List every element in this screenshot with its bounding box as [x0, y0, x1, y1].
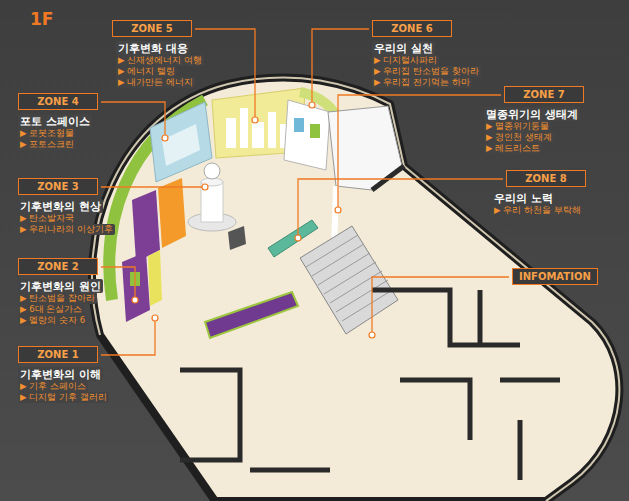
exhibit-item: ▶ 멜랑의 숫자 6 — [18, 315, 87, 326]
exhibit-item: ▶ 우리집 전기먹는 하마 — [372, 77, 472, 88]
floor-title: 1F — [30, 9, 53, 29]
zone-heading: 기후변화 대응 — [116, 41, 190, 55]
entrance-banner — [205, 292, 298, 338]
zone-label: INFOMATION — [512, 268, 598, 285]
panel — [158, 178, 186, 248]
photo-screen — [162, 124, 200, 166]
zone-callout: ZONE 2 기후변화의 원인▶ 탄소범을 잡아라▶ 6대 온실가스▶ 멜랑의 숫… — [18, 258, 103, 326]
zone-label: ZONE 7 — [504, 86, 584, 103]
zone-label: ZONE 8 — [506, 170, 586, 187]
exhibit-item: ▶ 로봇조형물 — [18, 128, 76, 139]
exhibit-item: ▶ 에너지 텔링 — [116, 66, 177, 77]
exhibit-item: ▶ 탄소발자국 — [18, 213, 76, 224]
zone-label: ZONE 3 — [18, 178, 98, 195]
exhibit-item: ▶ 포토스크린 — [18, 139, 76, 150]
exhibit-item: ▶ 신재생에너지 여행 — [116, 55, 204, 66]
zone-label: ZONE 6 — [372, 20, 452, 37]
exhibit-item: ▶ 6대 온실가스 — [18, 304, 84, 315]
screen — [310, 124, 320, 138]
zone-heading: 우리의 노력 — [492, 191, 555, 205]
leader-dots — [132, 102, 375, 338]
zone-callout: ZONE 8 우리의 노력▶ 우리 하천을 부탁해 — [492, 170, 586, 216]
wall-top — [92, 77, 619, 501]
panel — [148, 250, 162, 306]
zone-heading: 포토 스페이스 — [18, 114, 92, 128]
zone-callout: ZONE 7 멸종위기의 생태계▶ 멸종위기동물▶ 경인천 생태계▶ 레드리스트 — [484, 86, 584, 154]
zone-callout: ZONE 4 포토 스페이스▶ 로봇조형물▶ 포토스크린 — [18, 93, 98, 150]
exhibit-item: ▶ 레드리스트 — [484, 143, 542, 154]
zone-heading: 기후변화의 이해 — [18, 367, 103, 381]
zone-callout: ZONE 3 기후변화의 현상▶ 탄소발자국▶ 우리나라의 이상기후 — [18, 178, 115, 235]
exhibit-item: ▶ 우리집 탄소범을 찾아라 — [372, 66, 481, 77]
screen — [294, 118, 304, 132]
pedestal — [201, 182, 223, 222]
zone-label: ZONE 2 — [18, 258, 98, 275]
zone-heading: 기후변화의 원인 — [18, 279, 103, 293]
exhibit-item: ▶ 멸종위기동물 — [484, 121, 551, 132]
stair-steps — [306, 235, 394, 321]
screen-wall — [284, 100, 330, 170]
exhibit-item: ▶ 기후 스페이스 — [18, 381, 88, 392]
building-outline — [92, 77, 619, 501]
zone-callout: INFOMATION — [512, 268, 598, 285]
exhibit-item: ▶ 우리나라의 이상기후 — [18, 224, 115, 235]
zone-callout: ZONE 1 기후변화의 이해▶ 기후 스페이스▶ 디지털 기후 갤러리 — [18, 346, 109, 403]
zone-heading: 우리의 실천 — [372, 41, 435, 55]
display — [228, 226, 246, 250]
exhibit-item: ▶ 디지털 기후 갤러리 — [18, 392, 109, 403]
robot — [204, 163, 220, 179]
staircase — [300, 226, 398, 334]
zone-callout: ZONE 6 우리의 실천▶ 디지털사파리▶ 우리집 탄소범을 찾아라▶ 우리집 … — [372, 20, 481, 88]
panel — [122, 252, 150, 322]
photo-wall — [150, 102, 212, 182]
leader-lines — [101, 29, 509, 355]
exhibit-item: ▶ 우리 하천을 부탁해 — [492, 205, 583, 216]
skyline — [226, 108, 292, 148]
exhibit-item: ▶ 내가만든 에너지 — [116, 77, 195, 88]
exhibit-item: ▶ 경인천 생태계 — [484, 132, 554, 143]
zone-label: ZONE 5 — [112, 20, 192, 37]
exhibit-item: ▶ 탄소범을 잡아라 — [18, 293, 97, 304]
zone-heading: 멸종위기의 생태계 — [484, 107, 580, 121]
zone-callout: ZONE 5 기후변화 대응▶ 신재생에너지 여행▶ 에너지 텔링▶ 내가만든 에… — [112, 20, 204, 88]
exhibit-item: ▶ 디지털사파리 — [372, 55, 439, 66]
zone-label: ZONE 1 — [18, 346, 98, 363]
panel — [132, 190, 160, 262]
zone-heading: 기후변화의 현상 — [18, 199, 103, 213]
zone-label: ZONE 4 — [18, 93, 98, 110]
